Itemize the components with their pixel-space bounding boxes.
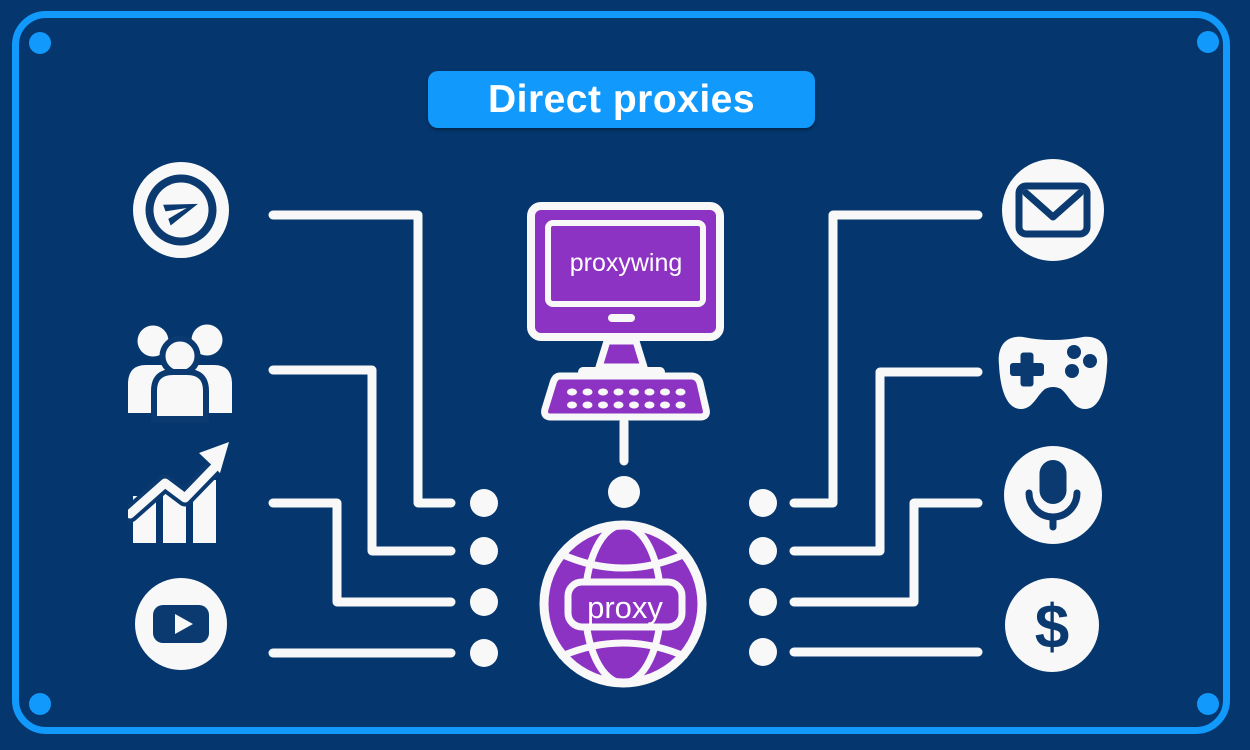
microphone-icon	[1004, 446, 1102, 544]
computer-screen-label: proxywing	[569, 249, 683, 277]
wire-growth	[268, 498, 456, 607]
telegram-icon	[133, 162, 229, 258]
corner-dot-bottom-right	[1197, 693, 1219, 715]
wire-telegram	[268, 210, 456, 508]
node-microphone	[1004, 446, 1102, 544]
wire-email	[789, 210, 983, 508]
wire-gamepad	[789, 367, 983, 556]
wire-microphone	[789, 498, 983, 607]
junction-dot	[470, 537, 498, 565]
title-banner: Direct proxies	[428, 71, 815, 128]
page-title: Direct proxies	[487, 77, 756, 121]
corner-dot-top-left	[29, 32, 51, 54]
border-frame	[12, 11, 1230, 734]
junction-dot	[749, 489, 777, 517]
corner-dot-top-right	[1197, 31, 1219, 53]
globe-label: proxy	[587, 590, 663, 625]
youtube-icon	[135, 578, 227, 670]
keyboard-keys	[567, 388, 686, 409]
junction-dot	[749, 588, 777, 616]
gamepad-icon	[998, 336, 1108, 409]
node-dollar: $	[1005, 578, 1099, 672]
wire-users	[268, 365, 456, 556]
node-email	[1002, 159, 1104, 261]
hub-globe	[533, 514, 713, 694]
junction-dot	[749, 638, 777, 666]
junction-dot	[749, 537, 777, 565]
junction-dot-hub	[608, 476, 640, 508]
junction-dot	[470, 588, 498, 616]
node-users	[126, 318, 236, 423]
junction-dot	[470, 639, 498, 667]
corner-dot-bottom-left	[29, 693, 51, 715]
node-telegram	[132, 161, 230, 259]
node-gamepad	[993, 331, 1113, 423]
dollar-icon: $	[1005, 578, 1099, 672]
growth-chart-icon	[128, 442, 229, 543]
computer-icon	[527, 202, 724, 421]
hub-computer	[520, 195, 730, 427]
users-group-icon	[128, 324, 232, 422]
node-growth	[128, 440, 233, 545]
email-icon	[1002, 159, 1104, 261]
globe-icon	[539, 520, 707, 688]
dollar-glyph: $	[1035, 593, 1069, 662]
node-youtube	[134, 577, 228, 671]
junction-dot	[470, 489, 498, 517]
